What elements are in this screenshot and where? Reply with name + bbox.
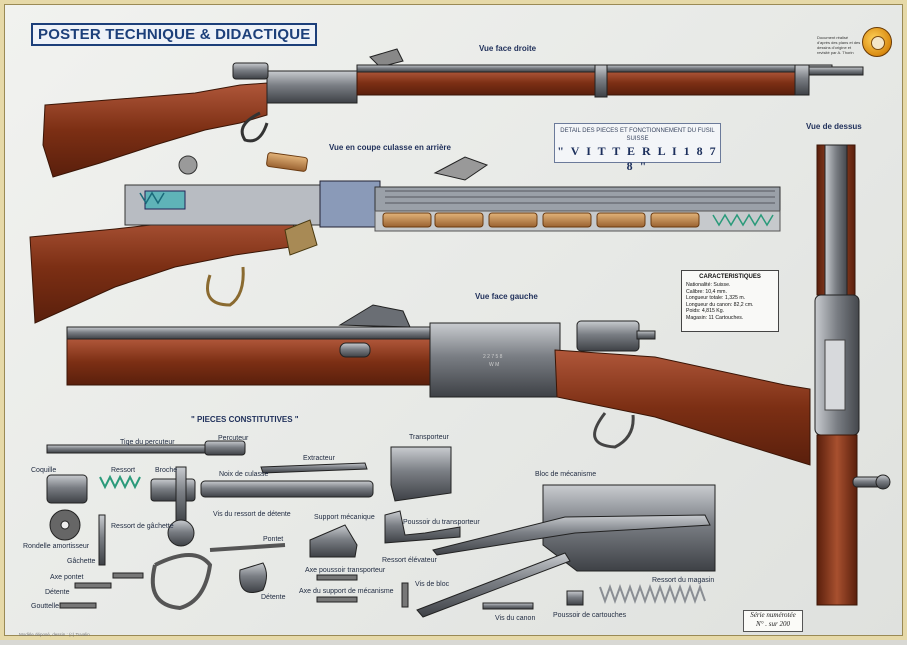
part-label-broche: Broche	[155, 467, 178, 474]
spec-line: Longueur totale: 1,325 m.	[686, 295, 746, 302]
part-label-detente: Détente	[45, 589, 70, 596]
part-label-ressort-gachette: Ressort de gâchette	[111, 523, 174, 530]
part-label-transporteur: Transporteur	[409, 434, 449, 441]
part-label-axe-poussoir: Axe poussoir transporteur	[305, 567, 386, 574]
spec-line: Poids: 4,815 Kg.	[686, 308, 725, 315]
parts-illustrations	[46, 440, 716, 618]
poster-title: POSTER TECHNIQUE & DIDACTIQUE	[31, 23, 318, 46]
part-label-rondelle: Rondelle amortisseur	[23, 543, 90, 550]
model-name-box: DETAIL DES PIECES ET FONCTIONNEMENT DU F…	[554, 123, 721, 173]
part-label-coquille: Coquille	[31, 467, 57, 474]
spec-line: Longueur du canon: 82,2 cm.	[686, 301, 754, 308]
part-label-pontet: Pontet	[263, 536, 284, 543]
part-label-bloc: Bloc de mécanisme	[535, 471, 597, 478]
part-label-gouttelle: Gouttelle	[31, 603, 60, 610]
view-label-top: Vue de dessus	[806, 122, 862, 131]
part-label-ressort: Ressort	[111, 467, 136, 474]
series-line-1: Série numérotée	[750, 611, 796, 619]
series-line-2: N° . sur 200	[756, 620, 790, 628]
part-label-axe-pontet: Axe pontet	[50, 574, 84, 581]
part-label-extracteur: Extracteur	[303, 455, 335, 462]
part-label-noix: Noix de culasse	[219, 471, 269, 478]
part-label-support: Support mécanique	[314, 514, 375, 521]
part-label-vis-ressort-detente: Vis du ressort de détente	[213, 511, 291, 518]
part-label-poussoir-transporteur: Poussoir du transporteur	[403, 519, 480, 526]
logo-caption: Document réalisé d'après des plans et de…	[817, 35, 861, 55]
part-label-ressort-magasin: Ressort du magasin	[652, 577, 715, 584]
part-label-vis-canon: Vis du canon	[495, 615, 536, 622]
rifle-right-view	[42, 48, 864, 178]
part-label-vis-bloc: Vis de bloc	[415, 581, 450, 588]
receiver-serial: 2 2 7 5 8	[483, 354, 503, 360]
model-description: DETAIL DES PIECES ET FONCTIONNEMENT DU F…	[560, 128, 715, 142]
specifications-box: CARACTERISTIQUES Nationalité: Suisse. Ca…	[681, 270, 779, 332]
spec-line: Nationalité: Suisse.	[686, 282, 731, 288]
rifle-section-view	[29, 152, 781, 324]
part-label-percuteur: Percuteur	[218, 435, 249, 442]
view-label-section: Vue en coupe culasse en arrière	[329, 143, 451, 152]
rifle-illustrations	[29, 48, 891, 618]
copyright-note: Modèle déposé, dessin : (c) Tuvalin	[19, 632, 90, 637]
spec-line: Calibre: 10,4 mm.	[686, 288, 727, 295]
part-label-detente-2: Détente	[261, 594, 286, 601]
publisher-logo	[862, 27, 892, 57]
part-label-gachette: Gâchette	[67, 558, 96, 565]
view-label-right: Vue face droite	[479, 44, 537, 53]
rifle-top-view	[814, 144, 891, 606]
part-label-ressort-elevateur: Ressort élévateur	[382, 557, 437, 564]
view-label-left: Vue face gauche	[475, 292, 538, 301]
part-label-axe-support: Axe du support de mécanisme	[299, 588, 394, 595]
part-label-tige: Tige du percuteur	[120, 439, 175, 446]
cartridges	[382, 212, 774, 228]
parts-heading: " PIECES CONSTITUTIVES "	[191, 415, 299, 424]
series-number-box: Série numérotée N° . sur 200	[743, 610, 803, 632]
specifications-title: CARACTERISTIQUES	[699, 274, 761, 280]
model-name: " V I T T E R L I 1 8 7 8 "	[557, 144, 718, 173]
part-label-poussoir-cartouches: Poussoir de cartouches	[553, 612, 627, 619]
rifle-left-view	[66, 304, 811, 466]
receiver-code: W M	[489, 362, 500, 368]
spec-line: Magasin: 11 Cartouches.	[686, 314, 744, 321]
